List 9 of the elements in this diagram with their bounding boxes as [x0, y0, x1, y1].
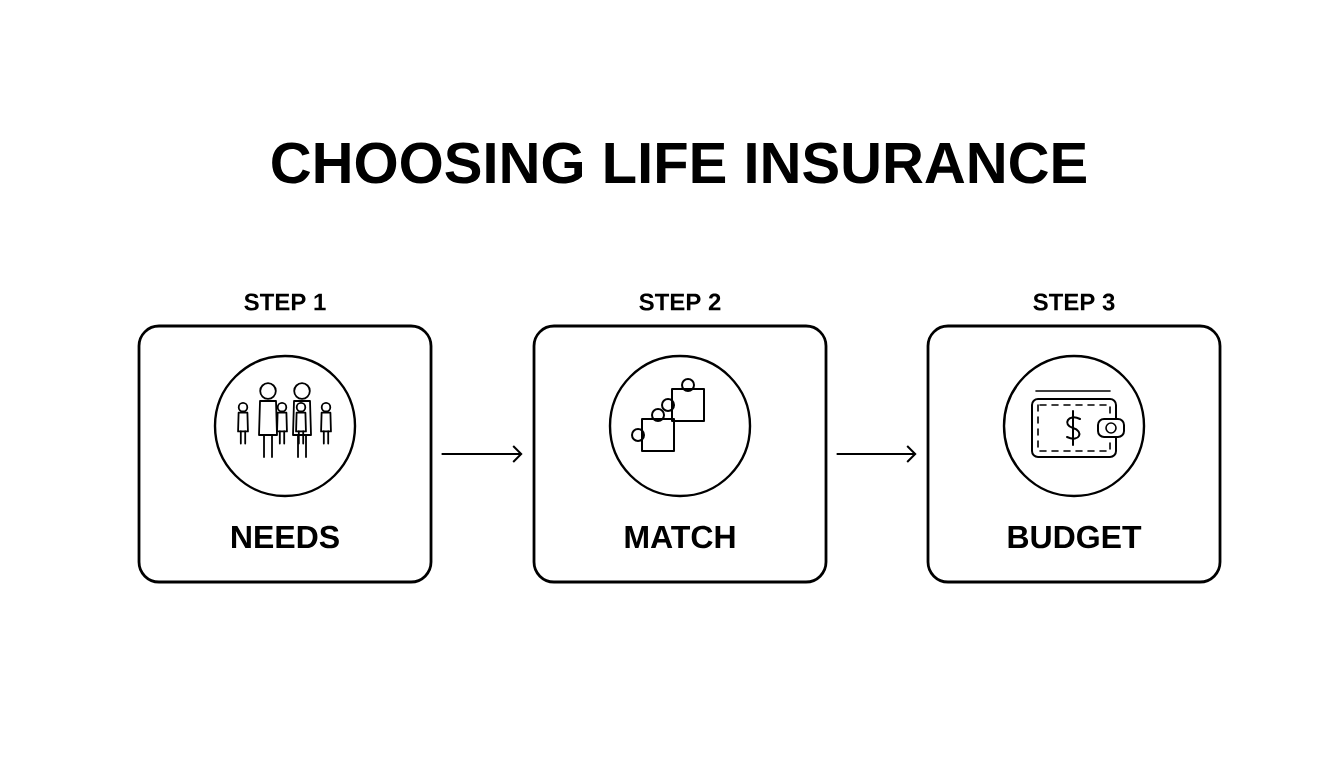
step-box: STEP 2 MATCH: [532, 293, 828, 584]
node-label: STEP 2: [639, 293, 721, 311]
arrow: [441, 445, 523, 463]
step-box: STEP 3 BUDGET: [926, 293, 1222, 584]
node-label: STEP 3: [1033, 293, 1115, 311]
step-box: STEP 1 NEEDS: [137, 293, 433, 584]
arrow: [836, 445, 917, 463]
node-label: STEP 1: [244, 293, 326, 311]
title: CHOOSING LIFE INSURANCE: [272, 142, 1086, 184]
